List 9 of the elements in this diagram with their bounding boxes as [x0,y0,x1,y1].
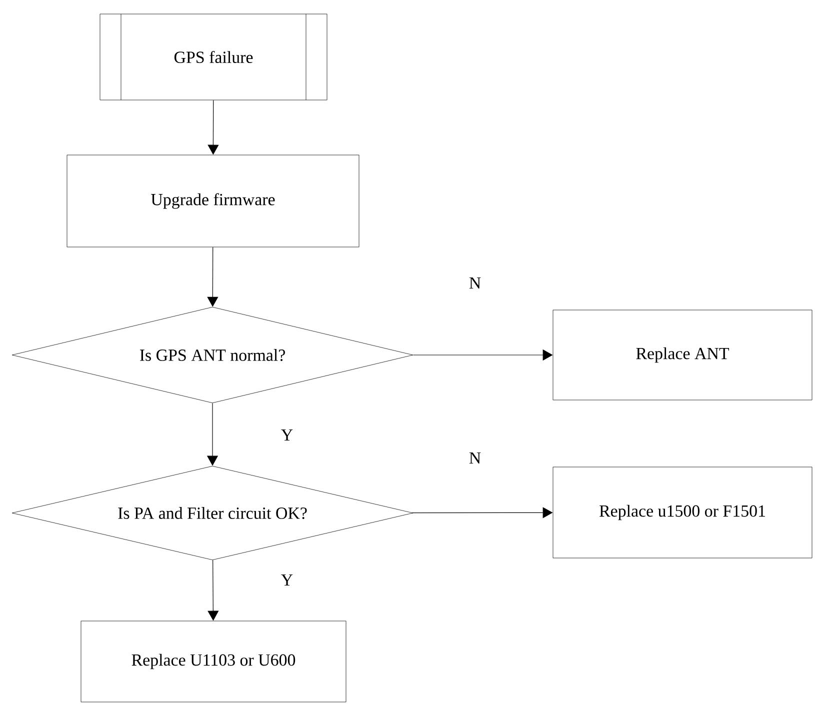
edge-label: Y [280,573,294,587]
edge-label: N [468,451,482,465]
process-box: Replace U1103 or U600 [80,620,346,702]
process-box: Upgrade firmware [66,154,360,248]
start-box: GPS failure [100,14,328,100]
edge-label: N [468,276,482,290]
edge-label: Y [280,428,294,442]
process-box: Replace ANT [552,310,812,400]
process-box: Replace u1500 or F1501 [552,466,812,558]
